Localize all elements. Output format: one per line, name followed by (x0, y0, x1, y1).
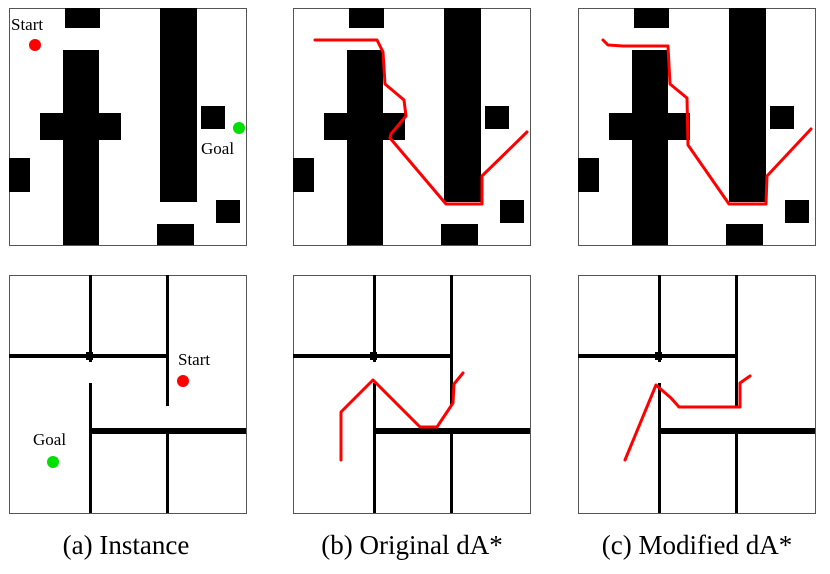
caption-original-da-star: (b) Original dA* (321, 530, 503, 560)
planned-path (339, 371, 465, 462)
top-panel-2 (293, 8, 531, 246)
wall-segment (89, 383, 92, 513)
wall-segment (375, 428, 530, 434)
wall-segment (655, 352, 662, 360)
obstacle-block (157, 224, 194, 245)
obstacle-block (785, 200, 809, 223)
obstacle-block (40, 113, 121, 140)
wall-segment (91, 428, 246, 434)
planned-path (623, 374, 752, 462)
wall-segment (658, 275, 661, 362)
bottom-panel-2 (293, 275, 531, 514)
wall-segment (166, 275, 169, 406)
start-label: Start (178, 350, 210, 369)
bottom-panel-3 (578, 275, 816, 514)
obstacle-block (349, 8, 384, 28)
goal-marker (47, 456, 59, 468)
obstacle-block (485, 106, 509, 129)
top-panel-1 (9, 8, 247, 246)
obstacle-block (726, 224, 763, 245)
wall-segment (86, 352, 93, 360)
caption-modified-da-star: (c) Modified dA* (601, 530, 793, 560)
planned-path (601, 38, 813, 206)
panel-frame (293, 275, 531, 514)
obstacle-block (634, 8, 669, 28)
obstacle-block (347, 50, 383, 245)
wall-segment (660, 428, 815, 434)
obstacle-block (9, 158, 30, 192)
goal-label: Goal (201, 139, 234, 158)
obstacle-block (609, 113, 690, 140)
obstacle-block (201, 106, 225, 129)
wall-segment (166, 434, 169, 513)
obstacle-block (441, 224, 478, 245)
caption-instance: (a) Instance (62, 530, 190, 560)
start-marker (177, 375, 189, 387)
panel-frame (578, 275, 816, 514)
wall-segment (373, 383, 376, 513)
obstacle-block (500, 200, 524, 223)
wall-segment (450, 275, 453, 406)
planned-path (313, 38, 529, 206)
wall-segment (89, 275, 92, 362)
wall-segment (373, 275, 376, 362)
obstacle-block (444, 8, 481, 202)
obstacle-block (324, 113, 405, 140)
wall-segment (735, 434, 738, 513)
wall-segment (450, 434, 453, 513)
obstacle-block (578, 158, 599, 192)
wall-segment (735, 275, 738, 406)
bottom-panel-1 (9, 275, 247, 514)
obstacle-block (632, 50, 668, 245)
obstacle-block (65, 8, 100, 28)
obstacle-block (293, 158, 314, 192)
goal-marker (233, 122, 245, 134)
obstacle-block (770, 106, 794, 129)
obstacle-block (729, 8, 766, 202)
obstacle-block (160, 8, 197, 202)
panel-frame (9, 275, 247, 514)
obstacle-block (63, 50, 99, 245)
start-label: Start (11, 15, 43, 34)
obstacle-block (216, 200, 240, 223)
start-marker (29, 39, 41, 51)
wall-segment (658, 383, 661, 513)
goal-label: Goal (33, 430, 66, 449)
top-panel-3 (578, 8, 816, 246)
wall-segment (370, 352, 377, 360)
